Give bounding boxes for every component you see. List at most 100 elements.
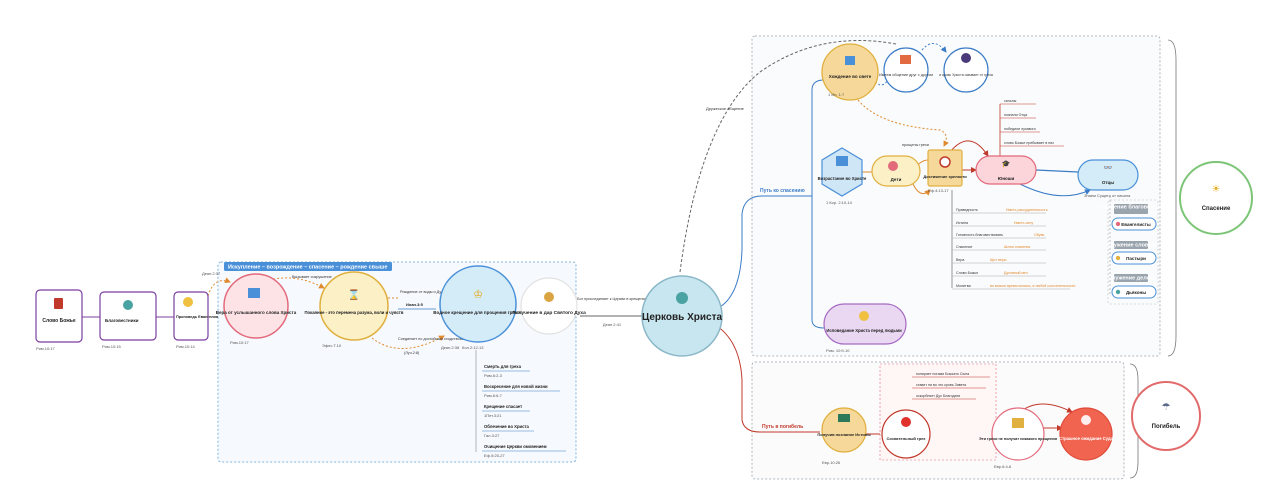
list-item[interactable]: Облечение во Христа Гал.3:27 [482, 424, 534, 438]
ministry-deacons[interactable]: Служение делом Дьяконы [1108, 274, 1157, 299]
svg-text:Слово Божье: Слово Божье [956, 271, 978, 275]
kreshchenie-label: Водное крещение для прощения грехов [433, 310, 523, 315]
druzheskoe-label: Дружеское общение [706, 106, 745, 111]
graduation-cap-icon: 🎓 [1002, 160, 1011, 168]
ministry-pastors[interactable]: Служение словом Пастыри [1106, 241, 1157, 265]
propoved-label: Проповедь Евангелия [176, 315, 218, 319]
svg-text:Спасение: Спасение [956, 245, 972, 249]
salvation-group-box [751, 35, 1161, 357]
link-deti-dost-lower [911, 181, 931, 196]
kreshchenie-ref2: Кол.2:12-13 [462, 345, 484, 350]
storm-icon: ☂ [1162, 402, 1171, 413]
soznatelny-label: Сознательный грех [887, 436, 927, 441]
eti-grehi-ref: Евр.6:4-6 [994, 464, 1012, 469]
virtue-row: Спасение Шлем спасения [952, 245, 1046, 251]
dostizhenie-ref: Еф.4:13-17 [928, 188, 949, 193]
ministry-evangelists[interactable]: Служение благовестия Евангелисты [1100, 204, 1163, 231]
list-item[interactable]: Очищение Церкви омовением Еф.5:25-27 [482, 444, 566, 458]
node-yunoshi[interactable]: 🎓 Юноши [975, 155, 1037, 185]
svg-text:Облечение во Христа: Облечение во Христа [484, 424, 529, 429]
svg-text:слово Божье пребывает в них: слово Божье пребывает в них [1004, 141, 1054, 145]
virtue-row: Вера Щит веры [952, 258, 1046, 264]
krov-label: и кровь Христа омывает от греха [939, 73, 993, 77]
svg-text:Истина: Истина [956, 221, 968, 225]
svg-text:Духовный меч: Духовный меч [1004, 271, 1028, 275]
virtue-row: Молитва во всякое время молясь, в любой … [952, 284, 1075, 290]
svg-text:во всякое время молясь, в любо: во всякое время молясь, в любой состояте… [990, 284, 1075, 288]
svg-text:попирает ногами Божьего Сына: попирает ногами Божьего Сына [916, 372, 969, 376]
strashnoe-label: Страшное ожидание Суда [1059, 436, 1114, 441]
link-church-salvation [713, 195, 763, 311]
kreshchenie-ref1: Деян.2:38 [441, 345, 460, 350]
node-duh[interactable]: Получение в дар Святого Духа [512, 277, 586, 335]
sun-cloud-icon: ☀ [1212, 184, 1221, 195]
svg-text:Воскресение для новой жизни: Воскресение для новой жизни [484, 384, 548, 389]
soedinenie-ref: (Луч.2:8) [404, 351, 420, 355]
node-church[interactable]: Церковь Христа [641, 275, 723, 357]
hourglass-icon: ⌛ [348, 288, 360, 301]
node-pogibel[interactable]: ☂ Погибель [1131, 381, 1201, 451]
node-eti-grehi[interactable]: Эти грехи не получат никакого прощения [979, 407, 1057, 461]
node-obshchenie[interactable]: Имеем общение друг с другом [879, 47, 933, 93]
link-salvation-lower [811, 196, 825, 329]
node-blagovestniki[interactable]: Благовестники [99, 291, 157, 341]
yunoshi-items: сильны познали Отца победили лукавого сл… [1000, 99, 1064, 147]
grapes-icon [961, 53, 971, 63]
svg-text:познали Отца: познали Отца [1004, 113, 1027, 117]
eti-grehi-label: Эти грехи не получат никакого прощения [979, 437, 1057, 441]
scales-icon [1081, 415, 1091, 425]
ispovedanie-label: Исповедание Христа перед людьми [826, 328, 902, 333]
node-kreshchenie[interactable]: ♔ Водное крещение для прощения грехов [433, 265, 523, 343]
vozrastanie-label: Возрастание во Христе [818, 176, 867, 181]
node-hozhdenie[interactable]: Хождение во свете [821, 43, 879, 101]
pokayanie-ref: Эфес.Т.10 [322, 343, 342, 348]
link-salvation-upper [811, 79, 825, 196]
svg-text:Обувь: Обувь [1034, 233, 1044, 237]
angry-face-icon [901, 417, 911, 427]
node-deti[interactable]: Дети [871, 155, 921, 187]
book-icon [54, 298, 63, 309]
node-pokayanie[interactable]: ⌛ Покаяние - это перемена разума, воли и… [305, 271, 404, 341]
node-vozrastanie[interactable]: Возрастание во Христе [818, 147, 867, 197]
list-item[interactable]: Смерть для греха Рим.6:2-3 [482, 364, 530, 378]
node-propoved[interactable]: Проповедь Евангелия [173, 291, 218, 341]
svg-text:Крещение спасает: Крещение спасает [484, 404, 522, 409]
slovo-label: Слово Божье [42, 318, 75, 324]
link-hozh-dost [857, 99, 949, 147]
monitor-icon [838, 414, 850, 422]
path-salvation-label: Путь ко спасению [760, 188, 805, 194]
proshcheny-label: прощены грехи [902, 143, 929, 147]
to-church-label: Бог присоединяет к Церкви в крещении [577, 297, 647, 301]
svg-text:ставит ни во что кровь Завета: ставит ни во что кровь Завета [916, 383, 966, 387]
node-krov[interactable]: и кровь Христа омывает от греха [939, 47, 993, 93]
node-spasenie[interactable]: ☀ Спасение [1179, 161, 1253, 235]
obshchenie-label: Имеем общение друг с другом [879, 73, 933, 77]
node-slovo[interactable]: Слово Божье [35, 289, 83, 343]
node-ottsy[interactable]: 👓 Отцы [1077, 159, 1139, 191]
poluchiv-label: Получив познание Истины [817, 432, 871, 437]
list-item[interactable]: Крещение спасает 1Пет.3:21 [482, 404, 530, 418]
crown-icon: ♔ [473, 289, 483, 301]
poluchiv-ref: Евр.10:26 [822, 460, 841, 465]
list-item[interactable]: Воскресение для новой жизни Рим.6:6-7 [482, 384, 560, 398]
chart-icon [836, 156, 848, 166]
svg-text:Еф.5:25-27: Еф.5:25-27 [484, 453, 505, 458]
document-icon [1012, 418, 1024, 428]
node-strashnoe[interactable]: Страшное ожидание Суда [1059, 407, 1114, 461]
node-vera[interactable]: Вера от услышанного слова Христа [216, 273, 297, 339]
ministries: Служение благовестия Евангелисты Служени… [1100, 199, 1163, 305]
glasses-icon: 👓 [1104, 165, 1113, 172]
node-soznatelny[interactable]: Сознательный грех [881, 409, 931, 459]
svg-text:оскорбляет Дух Благодати: оскорбляет Дух Благодати [916, 394, 960, 398]
virtue-row: Истина Иметь силу [952, 221, 1046, 227]
svg-text:Иметь рассудительность: Иметь рассудительность [1006, 208, 1048, 212]
node-dostizhenie[interactable]: Достижение зрелости [923, 149, 967, 187]
deti-label: Дети [891, 177, 902, 182]
node-poluchiv[interactable]: Получив познание Истины [817, 407, 871, 453]
svg-text:Иметь силу: Иметь силу [1014, 221, 1033, 225]
node-ispovedanie[interactable]: Исповедание Христа перед людьми [823, 303, 907, 345]
blagovestniki-ref: Рим.10:15 [102, 344, 122, 349]
redemption-group-header [224, 262, 392, 271]
pogibel-label: Погибель [1152, 423, 1181, 430]
salvation-bracket [1167, 39, 1177, 357]
